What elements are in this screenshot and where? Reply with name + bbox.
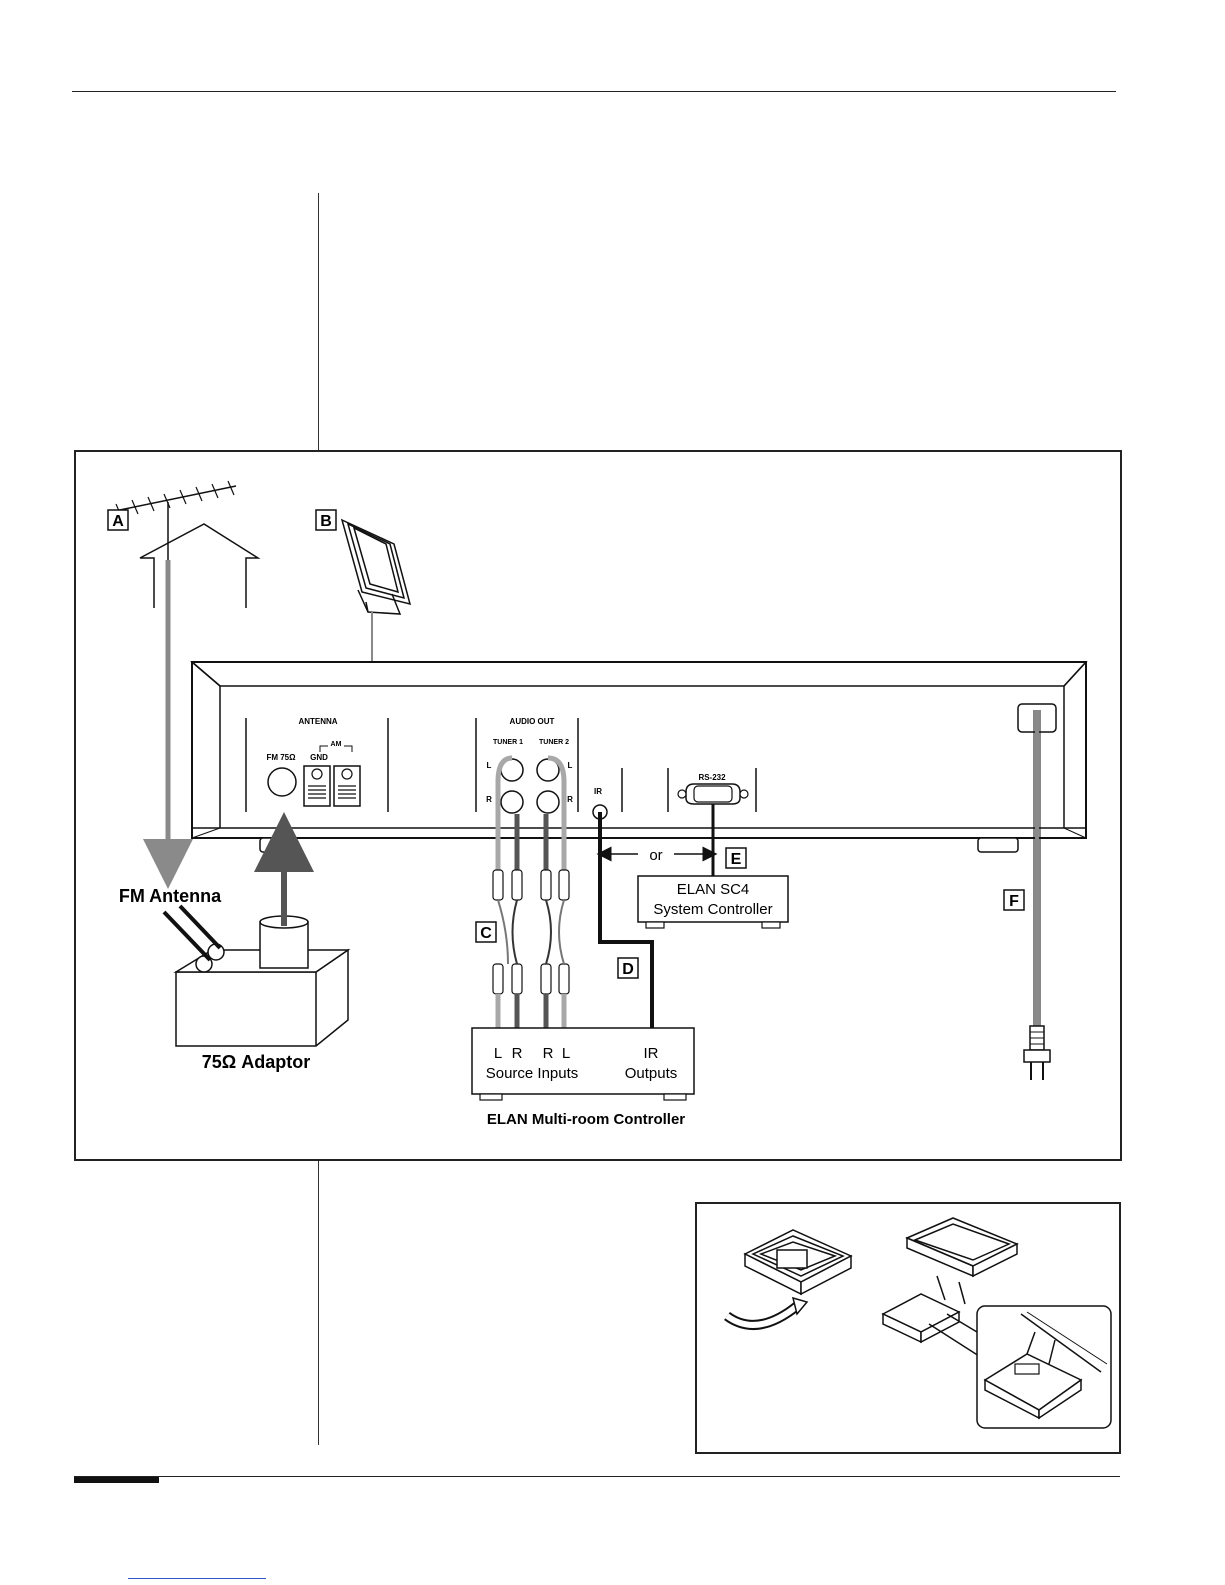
tuner2-l-label: L — [568, 761, 573, 770]
connection-diagram: A B — [74, 450, 1122, 1161]
fm75-jack — [268, 768, 296, 796]
source-l1: L — [494, 1045, 502, 1062]
power-plug-icon — [1024, 1026, 1050, 1080]
antenna-section-label: ANTENNA — [298, 717, 337, 726]
tuner1-l-label: L — [487, 761, 492, 770]
source-r1: R — [512, 1045, 523, 1062]
fm-lead-2 — [180, 906, 220, 948]
ir-outputs-line1: IR — [644, 1045, 659, 1062]
source-r2: R — [543, 1045, 554, 1062]
ir-cable — [600, 812, 652, 1034]
header-rule — [72, 91, 1116, 92]
source-l2: L — [562, 1045, 570, 1062]
clip-detail-icon — [977, 1306, 1111, 1428]
house-antenna-icon — [110, 481, 258, 608]
column-divider-top — [318, 193, 319, 450]
multiroom-controller-box — [472, 1028, 694, 1100]
sc4-title: ELAN SC4 — [677, 881, 750, 898]
fm-lead-1 — [164, 912, 210, 960]
tuner2-r-label: R — [567, 795, 573, 804]
am-loop-assembly-svg — [697, 1204, 1119, 1452]
tuner1-r-label: R — [486, 795, 492, 804]
am-label: AM — [331, 741, 342, 748]
audio-out-label: AUDIO OUT — [510, 717, 555, 726]
am-loop-antenna-icon — [342, 520, 410, 614]
gnd-label: GND — [310, 753, 328, 762]
controller-title: ELAN Multi-room Controller — [487, 1111, 685, 1128]
rs232-port — [678, 784, 748, 804]
label-b: B — [320, 513, 332, 530]
footer-rule — [74, 1476, 1120, 1477]
am-loop-assembly-figure — [695, 1202, 1121, 1454]
connection-diagram-svg: A B — [76, 452, 1120, 1159]
label-e: E — [731, 851, 742, 868]
or-label: or — [649, 847, 662, 864]
tuner1-label: TUNER 1 — [493, 739, 523, 746]
folded-loop-icon — [745, 1230, 851, 1294]
label-a: A — [112, 513, 124, 530]
label-f: F — [1009, 893, 1019, 910]
column-divider-bottom — [318, 1161, 319, 1445]
label-d: D — [622, 961, 634, 978]
adaptor-75-icon — [176, 916, 348, 1046]
adaptor-callout: 75Ω Adaptor — [202, 1052, 310, 1072]
rs232-label: RS-232 — [698, 773, 726, 782]
sc4-subtitle: System Controller — [653, 901, 772, 918]
ir-port-label: IR — [594, 787, 602, 796]
fm75-label: FM 75Ω — [266, 753, 296, 762]
fm-antenna-callout: FM Antenna — [119, 886, 222, 906]
ir-outputs-line2: Outputs — [625, 1065, 678, 1082]
page-number-bar — [74, 1476, 159, 1483]
source-inputs-label: Source Inputs — [486, 1065, 579, 1082]
tuner2-label: TUNER 2 — [539, 739, 569, 746]
label-c: C — [480, 925, 492, 942]
footer-link-underline — [128, 1578, 266, 1579]
